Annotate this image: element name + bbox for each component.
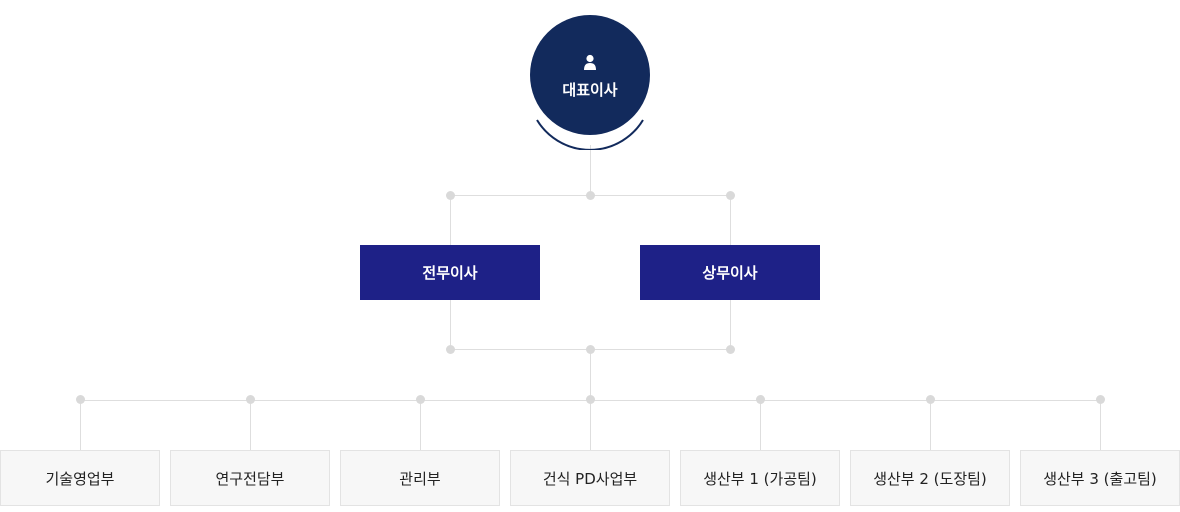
executive-left-drop bbox=[450, 195, 451, 245]
department-node-research[interactable]: 연구전담부 bbox=[170, 450, 330, 506]
ceo-node[interactable]: 대표이사 bbox=[530, 15, 650, 135]
junction-dot bbox=[726, 345, 735, 354]
junction-dot bbox=[246, 395, 255, 404]
department-drop-1 bbox=[80, 400, 81, 450]
junction-dot bbox=[926, 395, 935, 404]
ceo-connector-line bbox=[590, 145, 591, 195]
ceo-underline-arc bbox=[536, 119, 644, 150]
junction-dot bbox=[756, 395, 765, 404]
junction-dot bbox=[446, 191, 455, 200]
junction-dot bbox=[586, 191, 595, 200]
department-drop-6 bbox=[930, 400, 931, 450]
department-drop-3 bbox=[420, 400, 421, 450]
executive-right-rise bbox=[730, 300, 731, 349]
junction-dot bbox=[726, 191, 735, 200]
junction-dot bbox=[586, 395, 595, 404]
junction-dot bbox=[1096, 395, 1105, 404]
department-drop-4 bbox=[590, 400, 591, 450]
department-node-production-3[interactable]: 생산부 3 (출고팀) bbox=[1020, 450, 1180, 506]
executive-right-drop bbox=[730, 195, 731, 245]
junction-dot bbox=[416, 395, 425, 404]
department-trunk-line bbox=[590, 349, 591, 400]
junction-dot bbox=[76, 395, 85, 404]
person-icon bbox=[584, 54, 596, 70]
executive-node-executive-director[interactable]: 상무이사 bbox=[640, 245, 820, 300]
department-drop-2 bbox=[250, 400, 251, 450]
ceo-label: 대표이사 bbox=[562, 81, 618, 99]
department-node-production-1[interactable]: 생산부 1 (가공팀) bbox=[680, 450, 840, 506]
department-node-production-2[interactable]: 생산부 2 (도장팀) bbox=[850, 450, 1010, 506]
executive-left-rise bbox=[450, 300, 451, 349]
department-node-technical-sales[interactable]: 기술영업부 bbox=[0, 450, 160, 506]
department-drop-7 bbox=[1100, 400, 1101, 450]
department-node-dry-pd-business[interactable]: 건식 PD사업부 bbox=[510, 450, 670, 506]
executive-node-managing-director[interactable]: 전무이사 bbox=[360, 245, 540, 300]
department-drop-5 bbox=[760, 400, 761, 450]
junction-dot bbox=[446, 345, 455, 354]
junction-dot bbox=[586, 345, 595, 354]
department-node-administration[interactable]: 관리부 bbox=[340, 450, 500, 506]
